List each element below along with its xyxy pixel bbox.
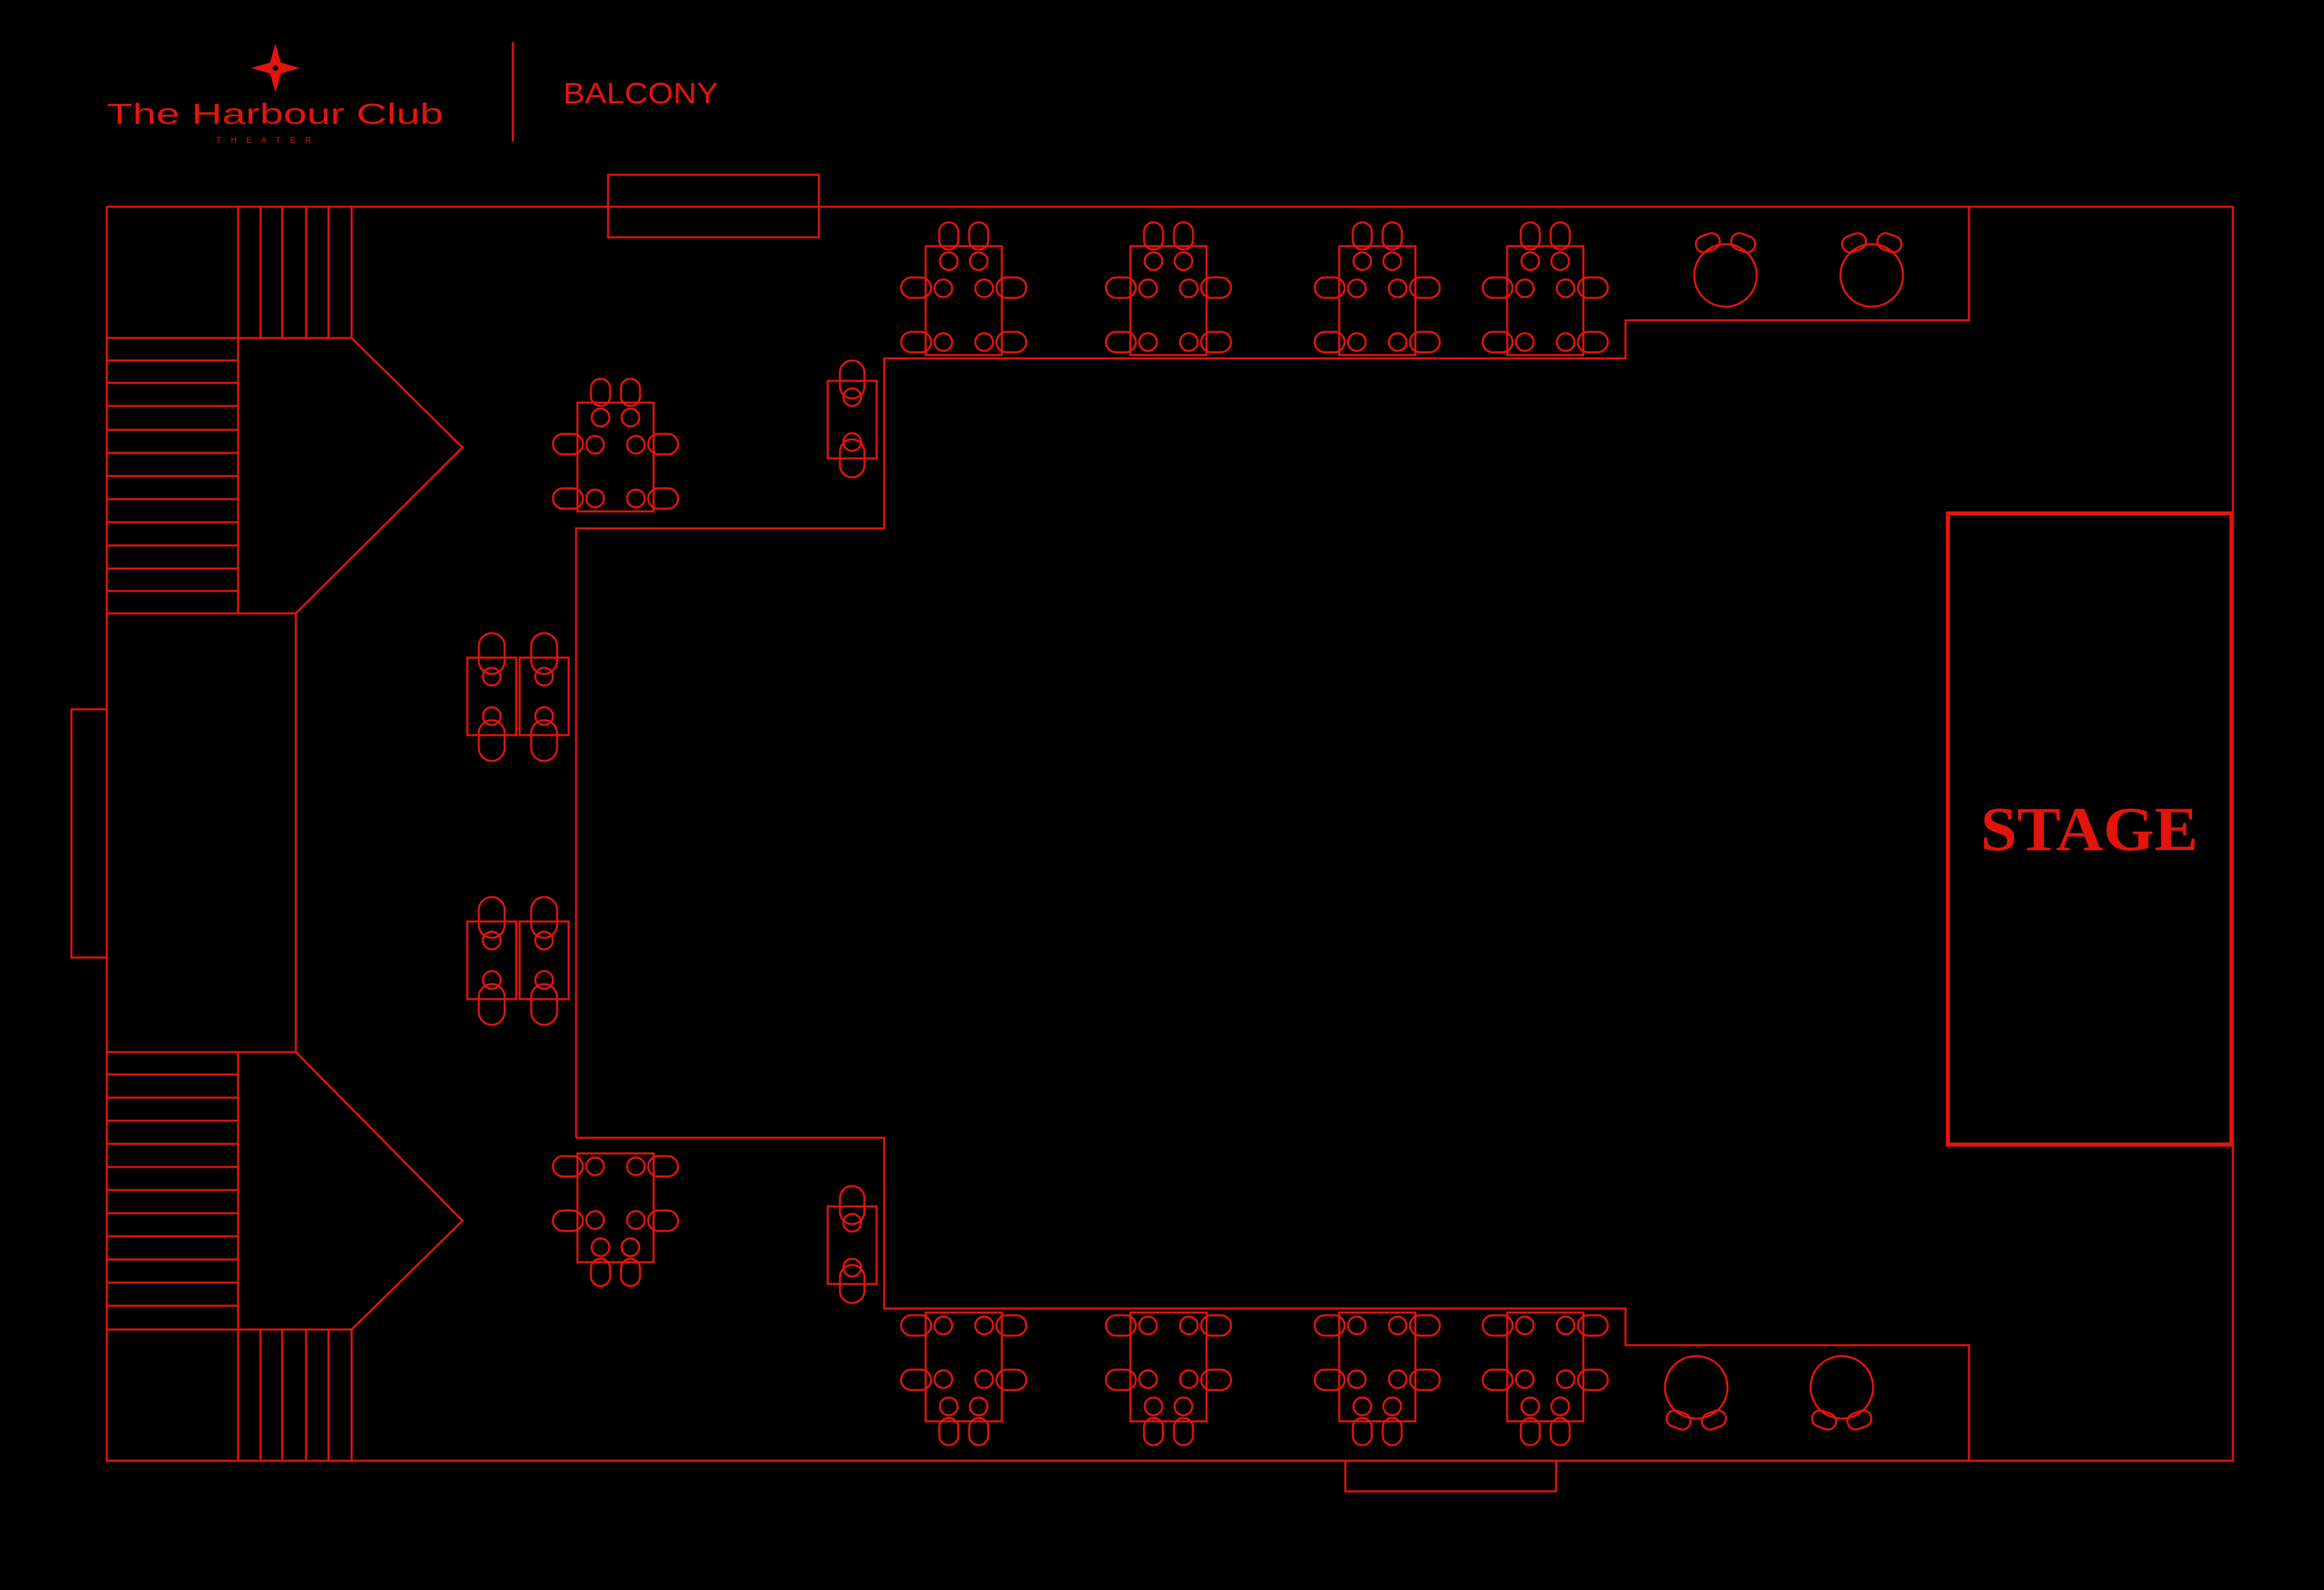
section-label: BALCONY [563, 77, 718, 110]
table-top-2 [1105, 221, 1232, 356]
table-ledge-top [826, 359, 878, 479]
compass-star-icon [251, 44, 300, 92]
table-top-4 [1481, 221, 1609, 356]
table-bottom-1 [900, 1311, 1028, 1447]
entrance-left [70, 708, 108, 959]
tables-left-side [466, 632, 570, 1026]
round-table-top-1 [1692, 230, 1759, 308]
brand-name: The Harbour Club [107, 98, 443, 131]
table-bottom-4 [1481, 1311, 1609, 1447]
brand-logo: The Harbour Club THEATER [107, 44, 443, 145]
tables-left-corner [552, 359, 878, 1304]
table-side-2a [466, 896, 518, 1026]
tables-bottom-row [900, 1311, 1609, 1447]
stage: STAGE [1946, 511, 2234, 1147]
staircase-bottom [107, 1051, 465, 1461]
round-table-top-2 [1838, 230, 1905, 308]
balcony-ledge [575, 207, 1970, 1461]
round-table-bottom-1 [1663, 1355, 1730, 1433]
round-table-bottom-2 [1808, 1355, 1875, 1433]
stage-label: STAGE [1981, 794, 2198, 864]
brand-subtitle: THEATER [216, 135, 320, 145]
table-side-2b [518, 896, 570, 1026]
table-bottom-2 [1105, 1311, 1232, 1447]
table-ledge-bottom [826, 1185, 878, 1304]
entrance-top [607, 173, 820, 239]
table-corner-bottom [552, 1152, 679, 1287]
staircase-top [107, 207, 465, 615]
table-side-1b [518, 632, 570, 762]
table-top-3 [1313, 221, 1441, 356]
tables-top-row [900, 221, 1609, 356]
table-bottom-3 [1313, 1311, 1441, 1447]
entrance-bottom [1344, 1459, 1557, 1493]
table-corner-top [552, 377, 679, 513]
round-tables [1663, 230, 1905, 1433]
outer-wall [70, 173, 2234, 1493]
table-side-1a [466, 632, 518, 762]
table-top-1 [900, 221, 1028, 356]
